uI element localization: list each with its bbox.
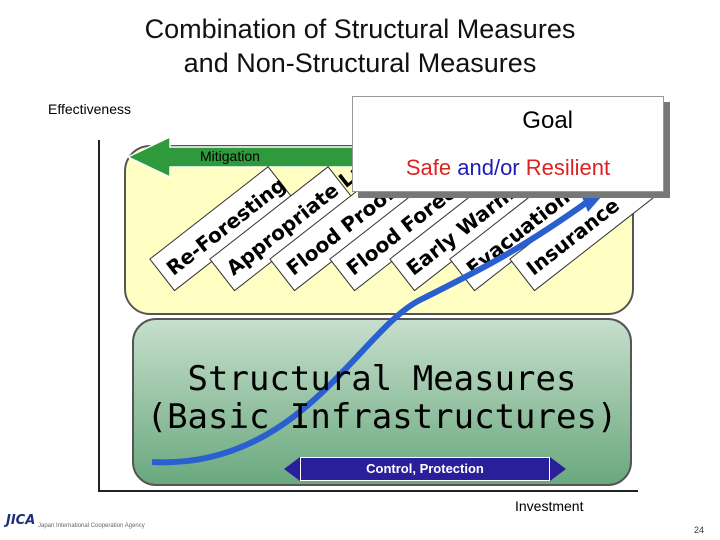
goal-text: Safe and/or Resilient (353, 155, 663, 181)
y-axis-label: Effectiveness (48, 101, 132, 117)
progress-curve (151, 197, 592, 466)
title-line-1: Combination of Structural Measures (144, 14, 576, 44)
y-axis-line (98, 140, 100, 492)
structural-line-1: Structural Measures (187, 359, 577, 399)
progress-curve-head (580, 192, 602, 212)
structural-line-2: (Basic Infrastructures) (146, 397, 618, 437)
mitigation-label: Mitigation (200, 148, 260, 164)
structural-title: Structural Measures (Basic Infrastructur… (132, 360, 632, 436)
x-axis-line (98, 490, 638, 492)
page-title: Combination of Structural Measures and N… (0, 12, 720, 80)
control-label: Control, Protection (366, 461, 484, 476)
goal-box: Goal Safe and/or Resilient (352, 96, 664, 192)
title-line-2: and Non-Structural Measures (183, 48, 537, 78)
goal-and: and/or (457, 155, 520, 180)
page-number: 24 (694, 525, 705, 535)
goal-resilient: Resilient (525, 155, 611, 180)
x-axis-label: Investment (515, 498, 584, 514)
jica-logo: JICA (6, 513, 36, 528)
footer-org: Japan International Cooperation Agency (38, 523, 145, 529)
control-bar (300, 457, 550, 481)
goal-title: Goal (522, 107, 573, 134)
goal-safe: Safe (405, 155, 452, 180)
